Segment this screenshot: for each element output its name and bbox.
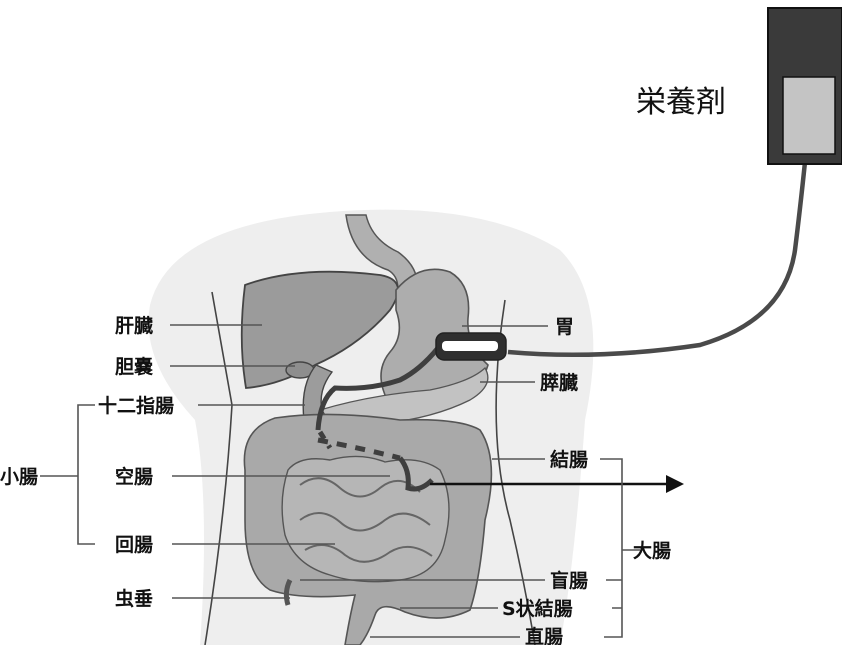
gastrostomy-port-highlight bbox=[442, 341, 498, 351]
sigmoid-colon-label: S状結腸 bbox=[502, 597, 573, 620]
duodenum-label: 十二指腸 bbox=[98, 394, 174, 417]
colon-label: 結腸 bbox=[550, 448, 588, 471]
large-intestine-label: 大腸 bbox=[633, 539, 671, 562]
pancreas-label: 膵臓 bbox=[540, 371, 578, 394]
flow-arrow-head bbox=[666, 475, 684, 493]
gallbladder-label: 胆嚢 bbox=[115, 355, 154, 378]
ileum-label: 回腸 bbox=[115, 534, 153, 556]
stomach-label: 胃 bbox=[555, 316, 574, 338]
feeding-solution-label: 栄養剤 bbox=[636, 85, 726, 120]
liver-label: 肝臓 bbox=[115, 315, 153, 337]
rectum-label: 直腸 bbox=[525, 625, 563, 645]
small-intestine-label: 小腸 bbox=[0, 466, 38, 488]
jejunum-label: 空腸 bbox=[115, 465, 153, 488]
small-intestine-bracket bbox=[40, 405, 95, 544]
feeding-bag-window bbox=[783, 77, 835, 154]
cecum-label: 盲腸 bbox=[550, 569, 588, 592]
appendix-label: 虫垂 bbox=[115, 587, 153, 610]
